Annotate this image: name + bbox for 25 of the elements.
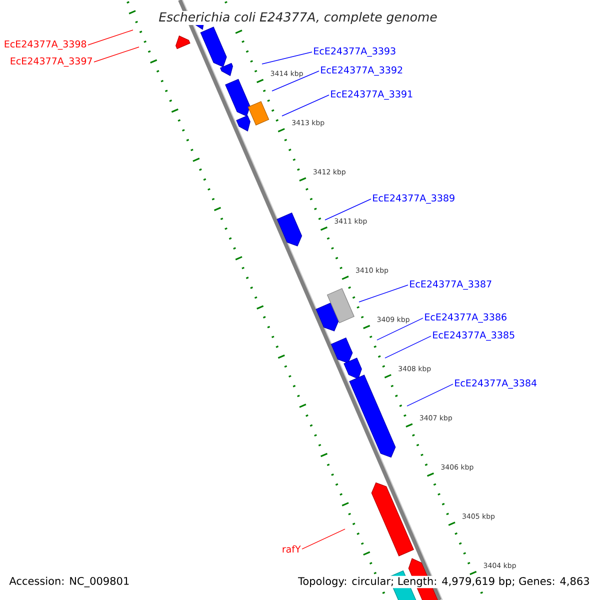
gene-label: EcE24377A_3386 xyxy=(425,313,506,323)
gene-label: EcE24377A_3389 xyxy=(373,194,454,204)
title: Escherichia coli E24377A, complete genome xyxy=(158,10,438,26)
gene-label: EcE24377A_3387 xyxy=(410,280,492,290)
gene-label: EcE24377A_3397 xyxy=(10,57,92,67)
gene-label: EcE24377A_3385 xyxy=(433,331,514,341)
leader-line xyxy=(94,46,140,62)
leader-line xyxy=(262,52,312,64)
info-text: Accession: NC_009801 xyxy=(8,576,131,588)
leader-line xyxy=(302,528,346,550)
gene-label: EcE24377A_3391 xyxy=(331,90,412,100)
gene-label: EcE24377A_3393 xyxy=(314,47,396,57)
leader-line xyxy=(406,384,454,406)
gene-label: rafY xyxy=(282,545,301,553)
leader-line xyxy=(376,318,424,340)
leader-line xyxy=(272,70,320,92)
leader-line xyxy=(384,336,432,358)
gene-label: EcE24377A_3392 xyxy=(321,66,402,76)
leader-line xyxy=(358,284,408,302)
leader-line xyxy=(88,30,134,46)
gene-label: EcE24377A_3398 xyxy=(4,40,86,50)
leader-line xyxy=(324,198,372,220)
leader-line xyxy=(282,94,330,116)
gene-label: EcE24377A_3384 xyxy=(455,379,537,389)
info-text: Topology: circular; Length: 4,979,619 bp; Genes: 4,863 xyxy=(297,576,591,588)
